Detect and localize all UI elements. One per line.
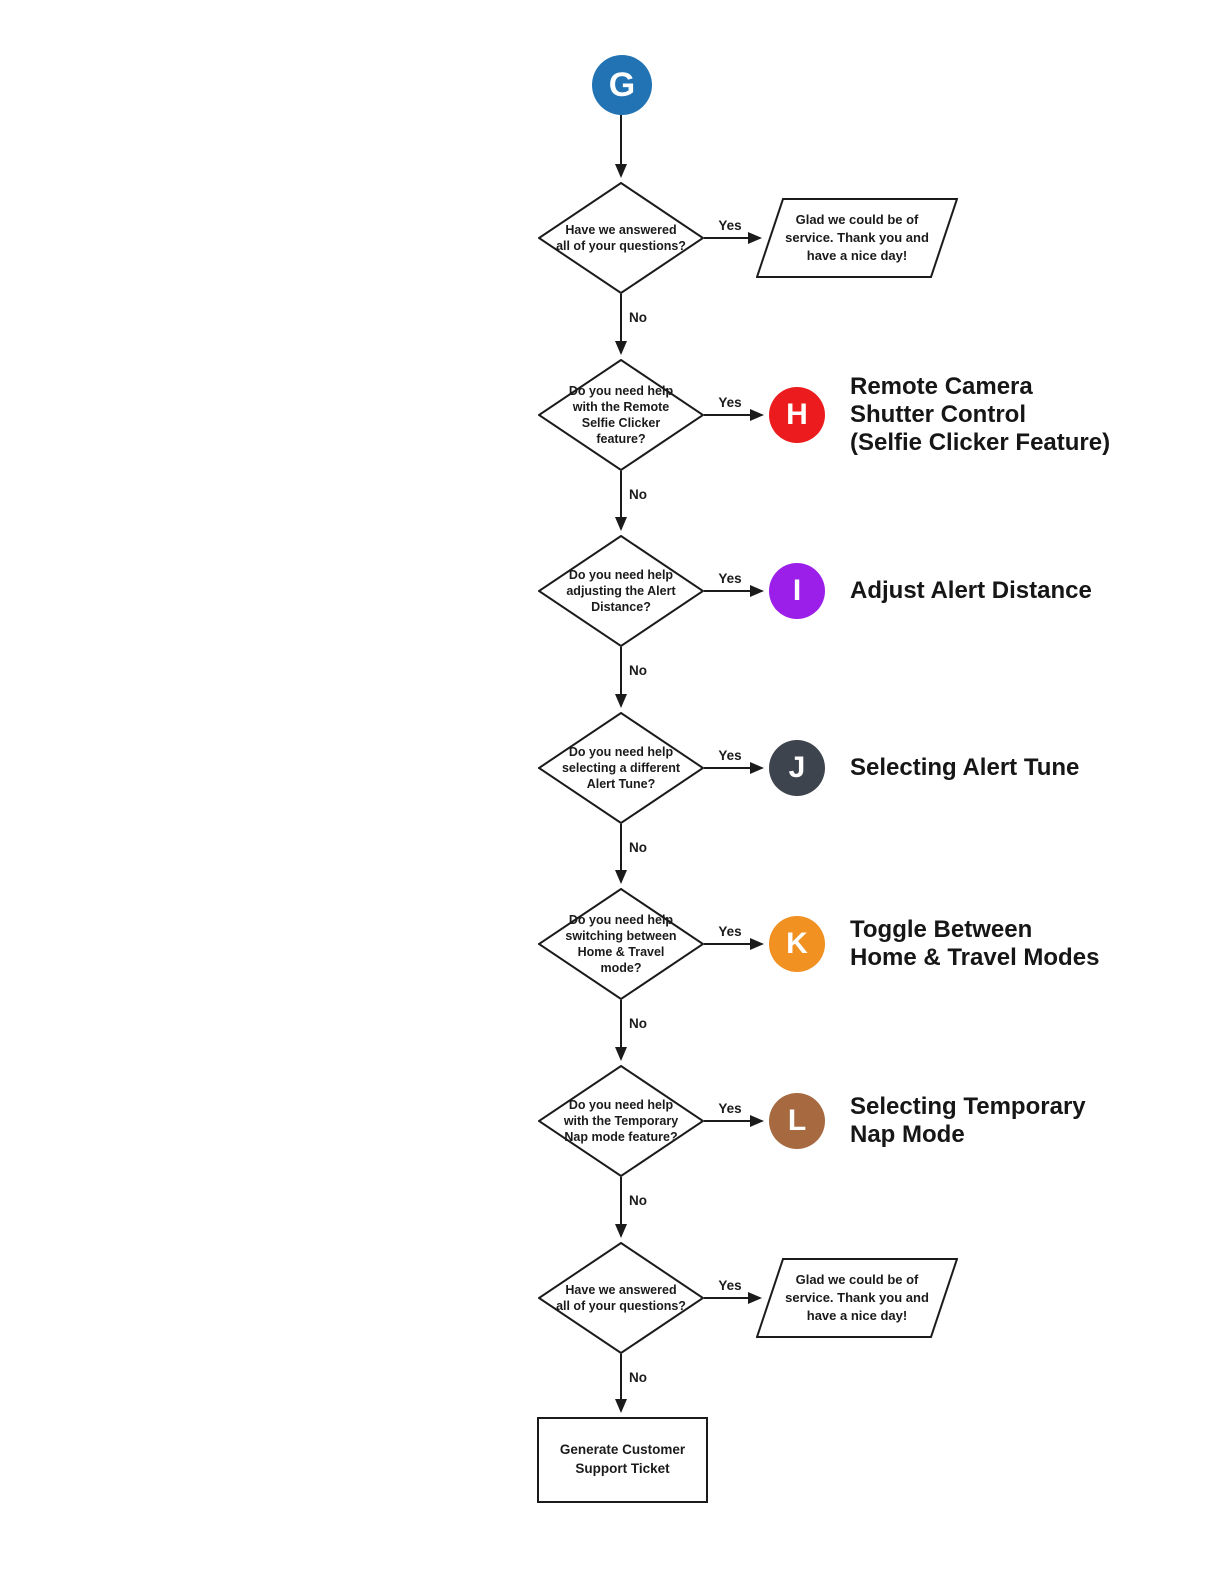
decision-selfie-clicker: Do you need help with the Remote Selfie … [538, 359, 704, 471]
outcome-title-k: Toggle Between Home & Travel Modes [850, 915, 1100, 971]
outcome-node-h: H [769, 387, 825, 443]
edge-label-no-6: No [629, 1193, 647, 1208]
decision-alert-tune: Do you need help selecting a different A… [538, 712, 704, 824]
end-node-support-ticket: Generate Customer Support Ticket [537, 1417, 708, 1503]
terminator-text: Glad we could be of service. Thank you a… [785, 1271, 929, 1324]
edge-label-yes-1: Yes [718, 218, 742, 233]
terminator-thank-you-2: Glad we could be of service. Thank you a… [756, 1258, 958, 1338]
outcome-letter: I [792, 574, 802, 607]
decision-question-text: Do you need help adjusting the Alert Dis… [566, 567, 676, 615]
edge-label-yes-7: Yes [718, 1278, 742, 1293]
outcome-letter: J [788, 751, 806, 784]
edge-label-yes-2: Yes [718, 395, 742, 410]
diamond-shape [538, 359, 704, 471]
outcome-node-l: L [769, 1093, 825, 1149]
diamond-shape [538, 1065, 704, 1177]
terminator-thank-you-1: Glad we could be of service. Thank you a… [756, 198, 958, 278]
outcome-node-k: K [769, 916, 825, 972]
decision-question-text: Do you need help with the Temporary Nap … [563, 1097, 679, 1145]
outcome-title-h: Remote Camera Shutter Control (Selfie Cl… [850, 372, 1111, 457]
decision-questions-answered-1: Have we answered all of your questions? [538, 182, 704, 294]
edge-label-no-7: No [629, 1370, 647, 1385]
decision-alert-distance: Do you need help adjusting the Alert Dis… [538, 535, 704, 647]
outcome-node-i: I [769, 563, 825, 619]
edge-label-yes-4: Yes [718, 748, 742, 763]
diamond-shape [538, 1242, 704, 1354]
decision-question-text: Do you need help selecting a different A… [561, 744, 681, 792]
diamond-shape [538, 712, 704, 824]
edge-label-no-5: No [629, 1016, 647, 1031]
decision-question-text: Have we answered all of your questions? [556, 1282, 686, 1313]
decision-question-text: Do you need help with the Remote Selfie … [568, 383, 674, 447]
decision-questions-answered-2: Have we answered all of your questions? [538, 1242, 704, 1354]
start-node: G [592, 55, 652, 115]
decision-home-travel: Do you need help switching between Home … [538, 888, 704, 1000]
edge-label-no-2: No [629, 487, 647, 502]
outcome-letter: K [786, 927, 808, 960]
outcome-title-j: Selecting Alert Tune [850, 753, 1080, 781]
edge-label-no-3: No [629, 663, 647, 678]
parallelogram-shape [756, 198, 958, 278]
edge-label-no-4: No [629, 840, 647, 855]
diamond-shape [538, 182, 704, 294]
edge-label-yes-5: Yes [718, 924, 742, 939]
outcome-title-l: Selecting Temporary Nap Mode [850, 1092, 1086, 1148]
start-node-label: G [608, 65, 636, 104]
outcome-letter: L [787, 1104, 807, 1137]
edge-label-yes-6: Yes [718, 1101, 742, 1116]
parallelogram-shape [756, 1258, 958, 1338]
decision-question-text: Do you need help switching between Home … [565, 912, 677, 976]
outcome-title-i: Adjust Alert Distance [850, 576, 1092, 604]
terminator-text: Glad we could be of service. Thank you a… [785, 211, 929, 264]
diamond-shape [538, 535, 704, 647]
decision-question-text: Have we answered all of your questions? [556, 222, 686, 253]
outcome-node-j: J [769, 740, 825, 796]
edge-label-yes-3: Yes [718, 571, 742, 586]
outcome-letter: H [786, 398, 808, 431]
diamond-shape [538, 888, 704, 1000]
edge-label-no-1: No [629, 310, 647, 325]
decision-nap-mode: Do you need help with the Temporary Nap … [538, 1065, 704, 1177]
